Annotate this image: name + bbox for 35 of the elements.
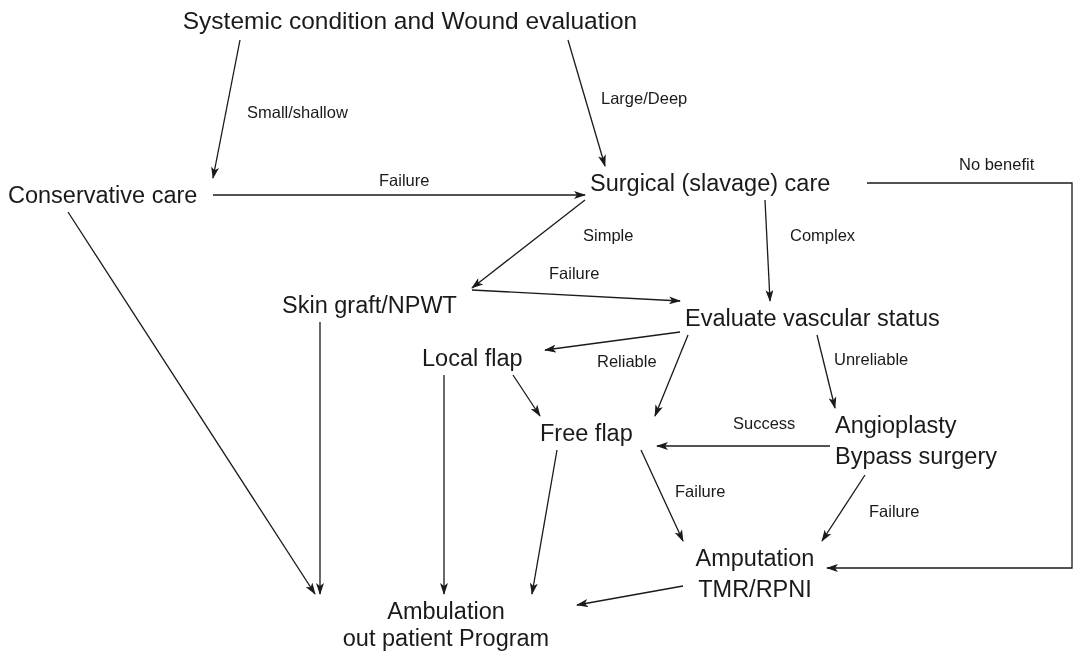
arrow xyxy=(440,374,448,595)
title-text: Systemic condition and Wound evaluation xyxy=(182,6,638,36)
step-label: Local flap xyxy=(422,344,523,373)
arrow xyxy=(654,334,689,417)
step-label: out patient Program xyxy=(342,624,550,653)
step-label: Angioplasty xyxy=(835,411,957,440)
arrow xyxy=(211,39,241,179)
step-label: TMR/RPNI xyxy=(698,575,812,604)
step-label: Surgical (slavage) care xyxy=(590,169,831,198)
arrow xyxy=(821,474,866,542)
arrow xyxy=(567,39,606,167)
step-label: Evaluate vascular status xyxy=(685,304,940,333)
arrow xyxy=(826,182,1073,572)
arrow xyxy=(576,585,684,607)
arrow xyxy=(764,199,774,302)
step-label: Bypass surgery xyxy=(835,442,997,471)
edge-label: Large/Deep xyxy=(600,89,689,108)
arrow xyxy=(640,449,684,542)
arrow xyxy=(816,334,837,409)
arrow xyxy=(212,191,586,199)
step-label: Skin graft/NPWT xyxy=(282,291,457,320)
arrow xyxy=(512,374,541,417)
arrow xyxy=(529,449,558,595)
arrow xyxy=(471,199,586,289)
step-label: Conservative care xyxy=(8,181,198,210)
edge-label: Complex xyxy=(789,226,857,245)
arrow xyxy=(544,331,681,353)
arrow xyxy=(67,211,316,595)
arrow xyxy=(471,289,681,305)
step-label: Amputation xyxy=(695,544,815,573)
step-label: Free flap xyxy=(540,419,633,448)
step-label: Ambulation xyxy=(387,597,505,626)
arrow xyxy=(316,321,324,595)
edge-label: Simple xyxy=(582,226,635,245)
arrow xyxy=(656,442,831,450)
